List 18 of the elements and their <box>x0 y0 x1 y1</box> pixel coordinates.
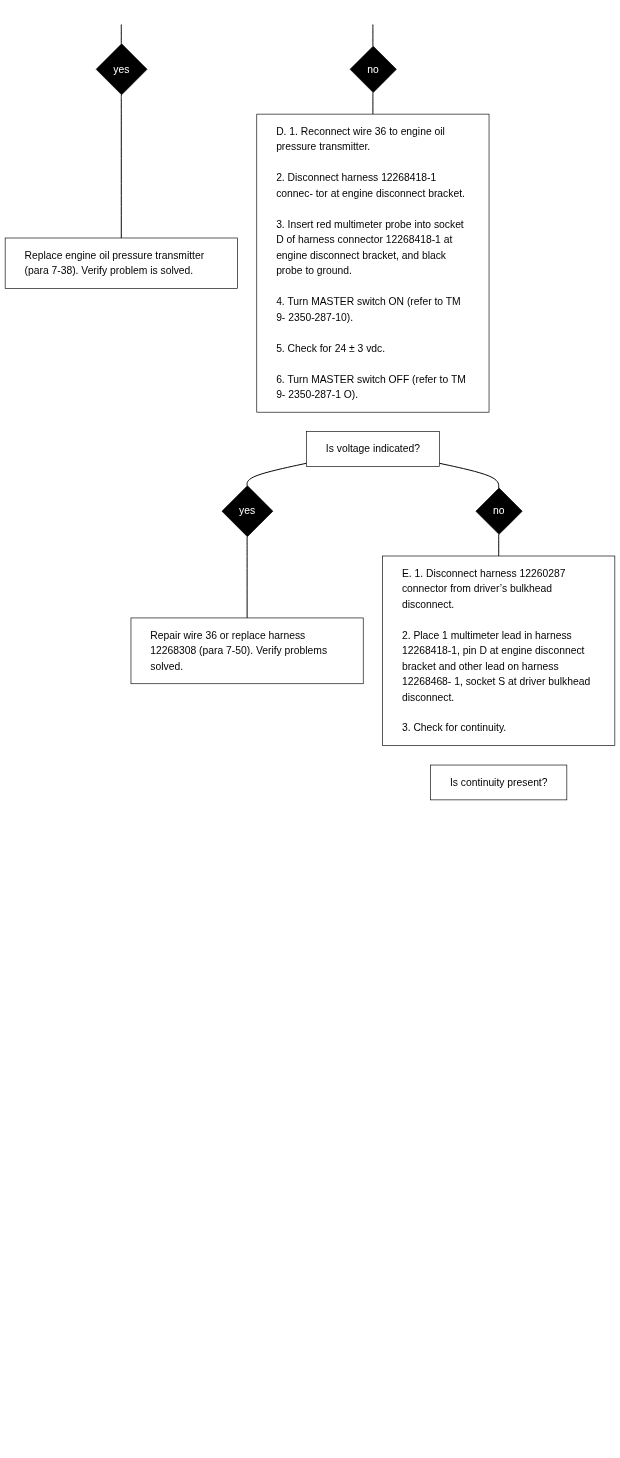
node-diamond: yes <box>95 43 148 96</box>
connector <box>246 462 307 487</box>
connector <box>120 24 122 45</box>
connector <box>120 94 122 239</box>
connector <box>498 533 500 557</box>
node-box: Is continuity present? <box>430 764 568 801</box>
connector <box>246 536 248 619</box>
node-box: Is voltage indicated? <box>306 431 440 467</box>
connector <box>372 92 374 115</box>
node-box: E. 1. Disconnect harness 12260287 connector from driver’s bulkhead disconnect. 2. Place 1 multimeter lead in harness 12268418-1, pin D at engine disconnect bracket and other lead on harness 12268468- 1, socket S at driver bulkhead disconnect. 3. Check for continuity. <box>382 555 616 746</box>
node-box: Repair wire 36 or replace harness 12268308 (para 7-50). Verify problems solved. <box>130 617 364 685</box>
node-diamond: no <box>475 487 523 535</box>
node-diamond: yes <box>221 485 274 537</box>
node-box: Replace engine oil pressure transmitter (para 7-38). Verify problem is solved. <box>4 237 238 289</box>
node-diamond: no <box>349 45 397 93</box>
connector <box>438 462 500 489</box>
node-box: D. 1. Reconnect wire 36 to engine oil pressure transmitter. 2. Disconnect harness 12268418-1 connec- tor at engine disconnect bracket. 3. Insert red multimeter probe into socket D of harness connector 12268418-1 at engine disconnect bracket, and black probe to ground. 4. Turn MASTER switch ON (refer to TM 9- 2350-287-10). 5. Check for 24 ± 3 vdc. 6. Turn MASTER switch OFF (refer to TM 9- 2350-287-1 O). <box>256 113 490 413</box>
connector <box>372 24 374 47</box>
